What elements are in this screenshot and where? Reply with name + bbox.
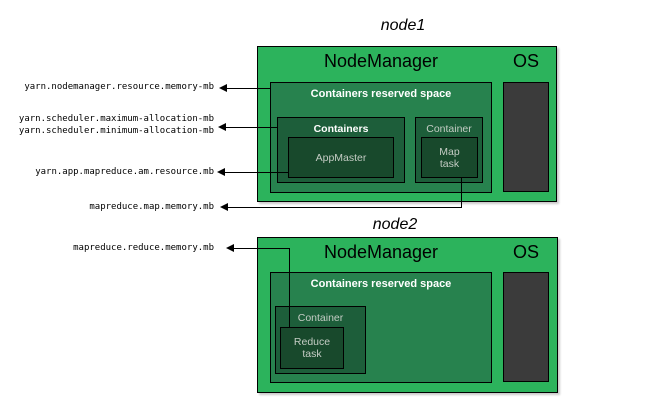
node2-os-label: OS xyxy=(512,242,539,262)
node2-reserved-space-label: Containers reserved space xyxy=(310,278,452,290)
node1-reserved-space-label: Containers reserved space xyxy=(310,88,452,100)
node1-map-task-box: Map task xyxy=(421,137,478,178)
connector-nodemanager-memory xyxy=(226,88,270,89)
node2-reduce-task-label: Reduce task xyxy=(293,336,331,360)
node1-appmaster-label: AppMaster xyxy=(315,151,367,164)
arrowhead-map-memory xyxy=(220,203,228,211)
config-label-scheduler-max: yarn.scheduler.maximum-allocation-mb xyxy=(18,114,214,124)
arrowhead-nodemanager-memory xyxy=(219,84,227,92)
arrowhead-am-resource xyxy=(217,168,225,176)
arrowhead-reduce-memory xyxy=(226,244,234,252)
node2-reduce-task-box: Reduce task xyxy=(280,327,344,369)
node1-appmaster-box: AppMaster xyxy=(288,137,394,178)
node1-container-label: Container xyxy=(426,123,472,135)
config-label-am-resource: yarn.app.mapreduce.am.resource.mb xyxy=(35,167,214,177)
connector-scheduler-allocation xyxy=(225,127,277,128)
node1-nodemanager-label: NodeManager xyxy=(323,51,439,71)
arrowhead-scheduler-allocation xyxy=(218,123,226,131)
node1-containers-label: Containers xyxy=(313,123,369,135)
node1-title: node1 xyxy=(380,17,426,34)
config-label-nodemanager-memory: yarn.nodemanager.resource.memory-mb xyxy=(24,82,214,92)
connector-map-memory-horizontal xyxy=(227,207,462,208)
connector-reduce-memory-vertical xyxy=(289,248,290,327)
connector-map-memory-vertical xyxy=(461,178,462,208)
node2-container-label: Container xyxy=(297,312,344,324)
node1-map-task-label: Map task xyxy=(439,145,460,170)
node1-os-label: OS xyxy=(512,51,539,71)
node1-os-box xyxy=(503,82,549,192)
node2-title: node2 xyxy=(372,216,418,233)
connector-am-resource xyxy=(224,172,288,173)
connector-reduce-memory-horizontal xyxy=(233,248,289,249)
config-label-map-memory: mapreduce.map.memory.mb xyxy=(89,202,214,212)
config-label-reduce-memory: mapreduce.reduce.memory.mb xyxy=(73,243,214,253)
node2-nodemanager-label: NodeManager xyxy=(323,242,439,262)
config-label-scheduler-min: yarn.scheduler.minimum-allocation-mb xyxy=(18,126,214,136)
node2-os-box xyxy=(503,272,549,382)
